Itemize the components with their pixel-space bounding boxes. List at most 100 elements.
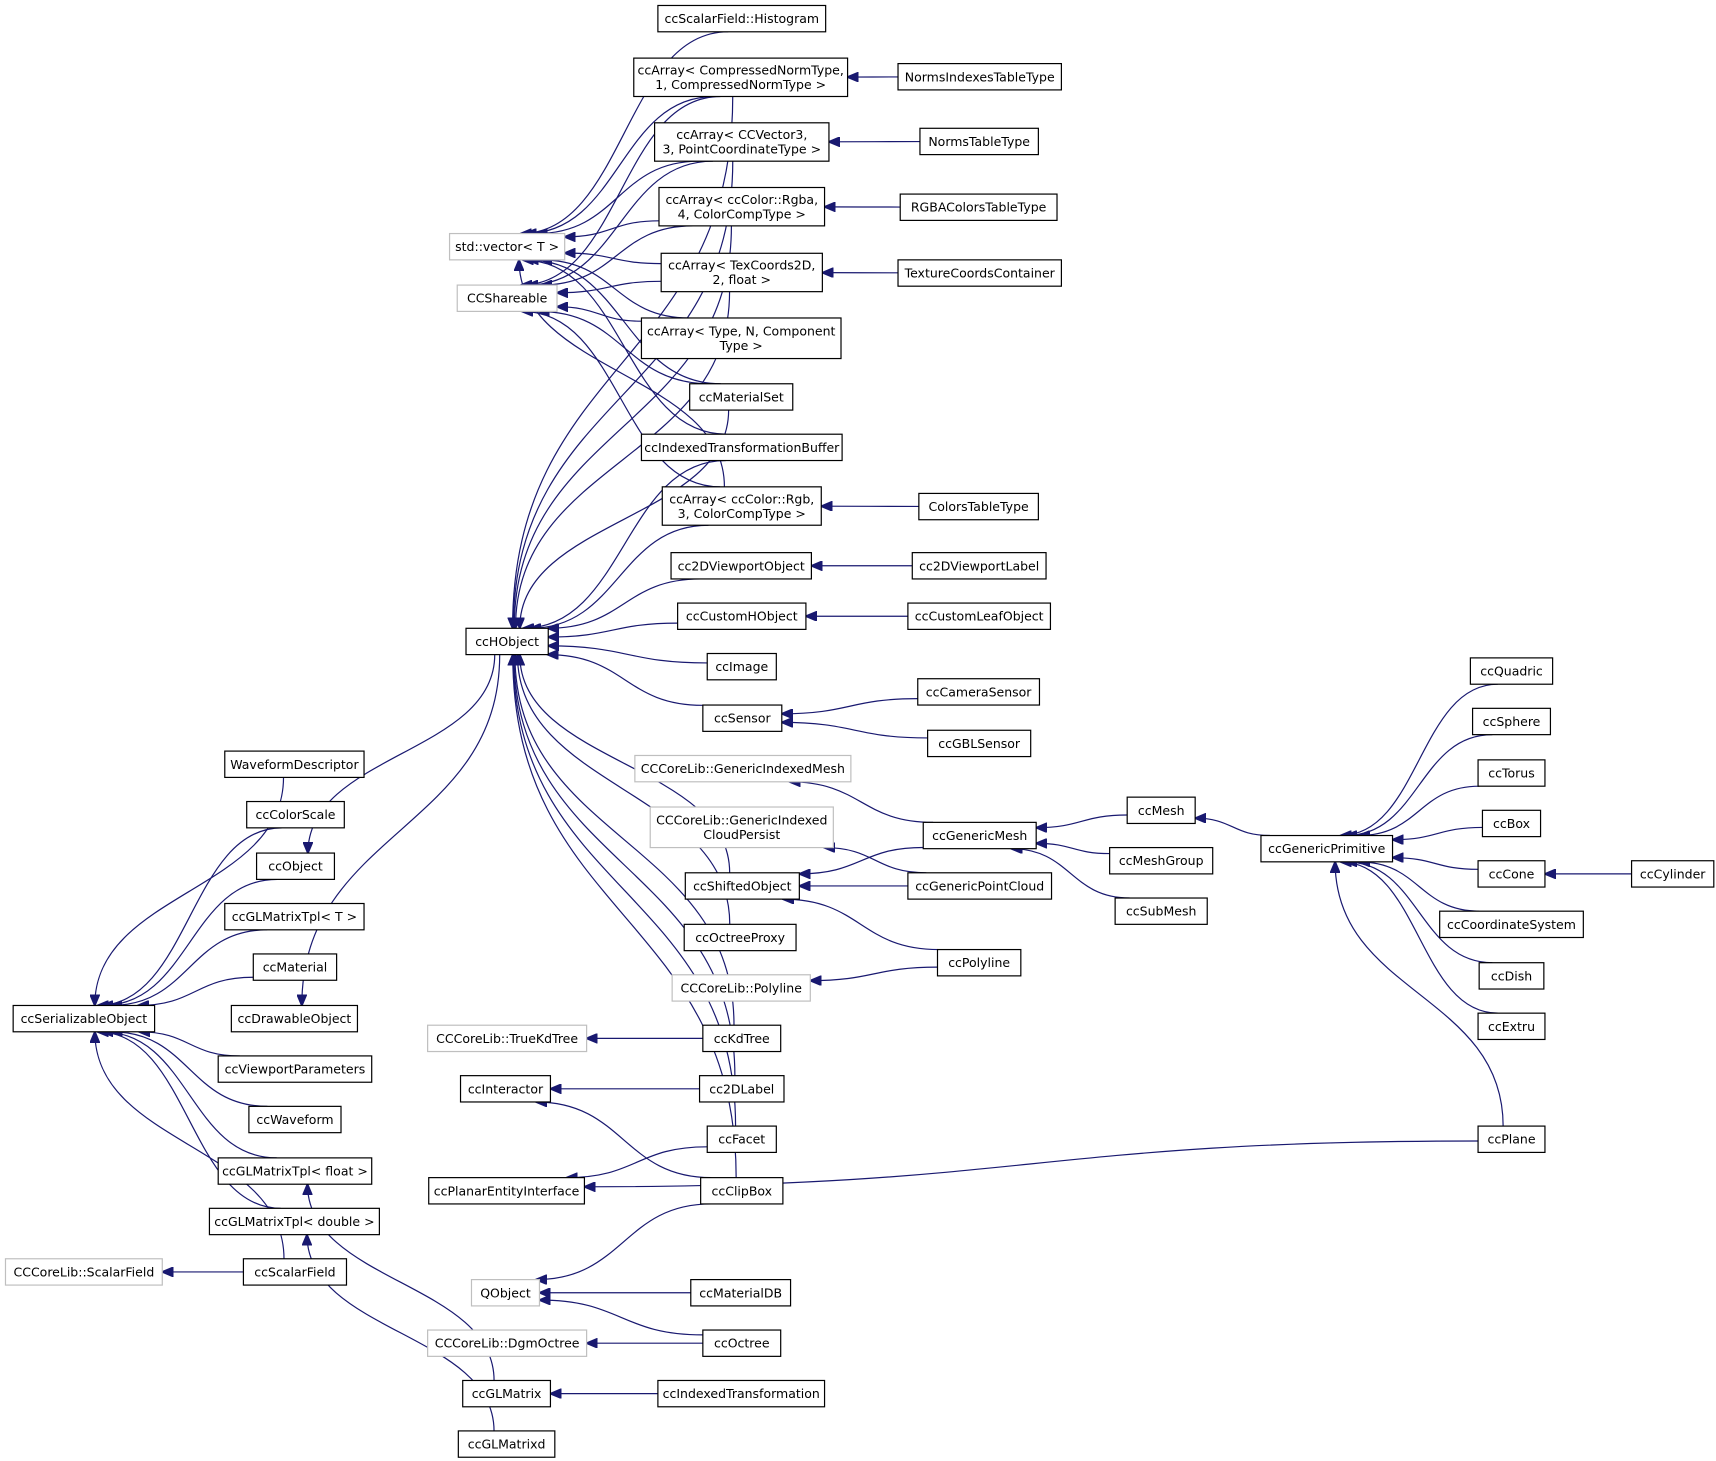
class-node-box	[427, 1329, 588, 1357]
inheritance-edge-waveform-to-serializable	[111, 1032, 268, 1107]
class-node-custom-leaf[interactable]: ccCustomLeafObject	[907, 602, 1052, 630]
class-node-box	[702, 704, 783, 732]
class-node-polyline[interactable]: ccPolyline	[936, 948, 1022, 977]
class-node-qobject[interactable]: QObject	[470, 1278, 541, 1307]
class-node-vp2d[interactable]: cc2DViewportObject	[670, 552, 812, 580]
class-node-image[interactable]: ccImage	[706, 652, 777, 681]
class-node-extru[interactable]: ccExtru	[1477, 1012, 1546, 1041]
class-node-clip-box[interactable]: ccClipBox	[700, 1177, 784, 1205]
class-node-coord-sys[interactable]: ccCoordinateSystem	[1439, 910, 1584, 939]
class-node-sf-hist[interactable]: ccScalarField::Histogram	[657, 4, 827, 33]
class-node-label: ccPolyline	[948, 955, 1010, 970]
class-node-label: CCCoreLib::Polyline	[681, 980, 803, 995]
class-node-dgm-oct[interactable]: CCCoreLib::DgmOctree	[427, 1329, 588, 1357]
class-node-label: ccShiftedObject	[693, 878, 792, 893]
class-node-hobj[interactable]: ccHObject	[465, 627, 549, 656]
class-node-material[interactable]: ccMaterial	[252, 953, 338, 981]
class-node-vp-params[interactable]: ccViewportParameters	[217, 1055, 373, 1083]
class-node-cam-sensor[interactable]: ccCameraSensor	[917, 678, 1041, 706]
class-node-interactor[interactable]: ccInteractor	[459, 1075, 552, 1103]
inheritance-edge-extru-to-gen-prim	[1340, 862, 1498, 1014]
class-node-mat-db[interactable]: ccMaterialDB	[690, 1278, 792, 1307]
class-node-mat-set[interactable]: ccMaterialSet	[689, 383, 794, 411]
class-node-cone[interactable]: ccCone	[1477, 860, 1546, 888]
class-node-plane[interactable]: ccPlane	[1477, 1125, 1546, 1154]
class-node-oct-proxy[interactable]: ccOctreeProxy	[683, 923, 797, 952]
class-node-ccl-poly[interactable]: CCCoreLib::Polyline	[671, 974, 811, 1002]
class-node-facet[interactable]: ccFacet	[706, 1125, 777, 1154]
class-node-glm-float[interactable]: ccGLMatrixTpl< float >	[217, 1157, 373, 1185]
class-node-arr-rgb[interactable]: ccArray< ccColor::Rgb,3, ColorCompType >	[661, 486, 822, 526]
class-node-octree[interactable]: ccOctree	[702, 1329, 782, 1357]
class-node-dish[interactable]: ccDish	[1478, 962, 1545, 990]
class-node-planar-ei[interactable]: ccPlanarEntityInterface	[428, 1177, 586, 1205]
class-node-gen-pc[interactable]: ccGenericPointCloud	[907, 872, 1053, 900]
inheritance-edge-label2d-to-hobj	[514, 655, 736, 1076]
class-node-label: 3, ColorCompType >	[678, 506, 806, 521]
class-node-arr-tex[interactable]: ccArray< TexCoords2D,2, float >	[660, 252, 823, 293]
inheritance-edge-plane-to-gen-prim	[1335, 862, 1504, 1127]
class-node-sensor[interactable]: ccSensor	[702, 704, 783, 732]
class-node-gl-matrix[interactable]: ccGLMatrix	[462, 1379, 552, 1408]
class-node-arr-norm[interactable]: ccArray< CompressedNormType,1, Compresse…	[633, 57, 849, 98]
class-node-gl-matrixd[interactable]: ccGLMatrixd	[457, 1430, 556, 1458]
class-node-glm-t[interactable]: ccGLMatrixTpl< T >	[224, 902, 365, 931]
inheritance-edge-idx-tb-to-hobj	[523, 459, 726, 629]
class-node-shareable[interactable]: CCShareable	[456, 284, 558, 313]
class-node-sphere[interactable]: ccSphere	[1471, 707, 1552, 736]
class-node-arr-vec3[interactable]: ccArray< CCVector3,3, PointCoordinateTyp…	[654, 122, 830, 162]
class-node-custom-h[interactable]: ccCustomHObject	[677, 602, 807, 630]
class-node-box	[4, 1258, 163, 1286]
class-node-norms-tt[interactable]: NormsTableType	[919, 127, 1039, 156]
class-node-kdtree[interactable]: ccKdTree	[702, 1024, 782, 1053]
class-node-wave-desc[interactable]: WaveformDescriptor	[224, 750, 365, 779]
class-node-norm-idx[interactable]: NormsIndexesTableType	[897, 62, 1062, 91]
class-node-label: NormsTableType	[928, 134, 1030, 149]
class-node-label: 4, ColorCompType >	[678, 206, 806, 221]
class-node-label: ccArray< CompressedNormType,	[638, 63, 844, 78]
class-node-ccl-sf[interactable]: CCCoreLib::ScalarField	[4, 1258, 163, 1286]
class-node-glm-double[interactable]: ccGLMatrixTpl< double >	[208, 1207, 380, 1236]
class-node-quadric[interactable]: ccQuadric	[1469, 657, 1554, 685]
class-node-sub-mesh[interactable]: ccSubMesh	[1114, 897, 1208, 925]
class-node-label: ccSensor	[714, 711, 771, 726]
class-node-label: cc2DLabel	[709, 1081, 774, 1096]
class-node-vp2d-label[interactable]: cc2DViewportLabel	[911, 552, 1047, 580]
class-node-true-kd[interactable]: CCCoreLib::TrueKdTree	[427, 1024, 588, 1053]
inheritance-edge-hobj-to-drawable	[302, 654, 501, 1006]
class-node-gim[interactable]: CCCoreLib::GenericIndexedMesh	[634, 754, 852, 783]
inheritance-edge-arr-rgb-to-hobj	[530, 524, 709, 628]
class-node-drawable[interactable]: ccDrawableObject	[230, 1004, 359, 1033]
class-node-serializable[interactable]: ccSerializableObject	[12, 1004, 156, 1033]
class-node-torus[interactable]: ccTorus	[1477, 759, 1546, 787]
inheritance-edge-gbl-to-sensor	[782, 722, 928, 739]
class-node-rgba-tt[interactable]: RGBAColorsTableType	[899, 193, 1058, 221]
class-node-mesh[interactable]: ccMesh	[1126, 796, 1196, 825]
inheritance-edge-object-to-serializable	[102, 878, 278, 1005]
inheritance-edge-sphere-to-gen-prim	[1346, 734, 1493, 836]
class-node-idx-trans[interactable]: ccIndexedTransformation	[657, 1379, 826, 1408]
class-node-color-scale[interactable]: ccColorScale	[246, 800, 345, 829]
class-node-box[interactable]: ccBox	[1481, 809, 1542, 838]
class-node-waveform[interactable]: ccWaveform	[248, 1105, 342, 1134]
class-node-gbl[interactable]: ccGBLSensor	[927, 729, 1032, 758]
class-node-gen-prim[interactable]: ccGenericPrimitive	[1260, 834, 1394, 863]
class-node-object[interactable]: ccObject	[255, 852, 336, 880]
class-node-shifted[interactable]: ccShiftedObject	[684, 872, 800, 900]
class-node-gen-mesh[interactable]: ccGenericMesh	[922, 821, 1037, 850]
class-node-scalar-field[interactable]: ccScalarField	[242, 1258, 348, 1286]
class-node-arr-rgba[interactable]: ccArray< ccColor::Rgba,4, ColorCompType …	[658, 186, 826, 227]
inheritance-edge-arr-gen-to-stdvec	[541, 260, 690, 319]
class-node-mesh-group[interactable]: ccMeshGroup	[1109, 846, 1214, 875]
class-node-cylinder[interactable]: ccCylinder	[1630, 860, 1715, 888]
class-node-tex-cont[interactable]: TextureCoordsContainer	[897, 259, 1062, 287]
class-node-stdvec[interactable]: std::vector< T >	[448, 232, 566, 261]
class-node-label2d[interactable]: cc2DLabel	[698, 1075, 785, 1103]
inheritance-edge-clip-box-to-qobject	[536, 1203, 712, 1280]
class-node-idx-tb[interactable]: ccIndexedTransformationBuffer	[640, 433, 843, 462]
class-node-label: std::vector< T >	[455, 239, 559, 254]
class-node-colors-tt[interactable]: ColorsTableType	[918, 492, 1039, 521]
class-node-box	[907, 602, 1052, 630]
